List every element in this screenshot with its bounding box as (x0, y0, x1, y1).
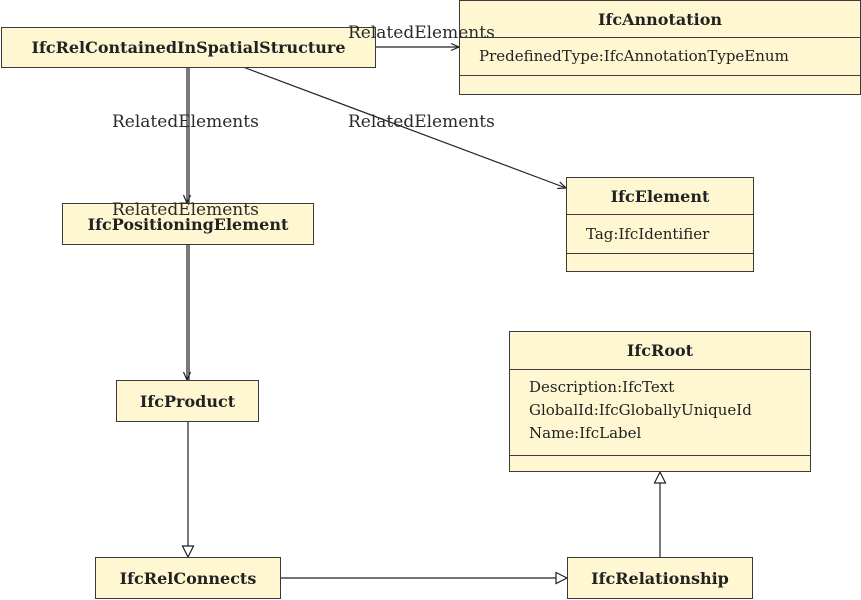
attribute-name: Description (529, 378, 618, 396)
attribute-name: Name (529, 424, 575, 442)
class-name: IfcProduct (139, 391, 236, 411)
class-ifcrelconnects[interactable]: IfcRelConnects (95, 557, 281, 599)
attribute-separator: : (617, 378, 623, 396)
class-name: IfcPositioningElement (87, 214, 289, 234)
compartment-divider (510, 369, 810, 370)
class-name: IfcElement (610, 186, 710, 206)
class-ifcroot[interactable]: IfcRoot Description:IfcText GlobalId:Ifc… (509, 331, 811, 472)
class-name: IfcRelationship (591, 568, 729, 588)
attribute-name: Tag (586, 225, 614, 243)
class-ifcpositioningelement[interactable]: IfcPositioningElement (62, 203, 314, 245)
class-ifcproduct[interactable]: IfcProduct (116, 380, 259, 422)
compartment-divider (460, 37, 860, 38)
edge-label-related-elements: RelatedElements (348, 23, 495, 43)
attribute-list: Tag:IfcIdentifier (567, 215, 753, 253)
attribute-list: PredefinedType:IfcAnnotationTypeEnum (460, 38, 860, 75)
class-name: IfcAnnotation (598, 9, 722, 29)
attribute-separator: : (593, 401, 599, 419)
attribute-row: Description:IfcText (529, 376, 810, 399)
attribute-list: Description:IfcText GlobalId:IfcGlobally… (510, 370, 810, 447)
attribute-type: IfcText (622, 378, 675, 396)
attribute-type: IfcIdentifier (618, 225, 710, 243)
class-ifcannotation[interactable]: IfcAnnotation PredefinedType:IfcAnnotati… (459, 0, 861, 95)
class-name: IfcRelConnects (119, 568, 257, 588)
assoc-to-element-line (242, 66, 566, 188)
class-ifcrelationship[interactable]: IfcRelationship (567, 557, 753, 599)
attribute-separator: : (598, 47, 604, 65)
compartment-divider (567, 214, 753, 215)
edge-label-related-elements: RelatedElements (112, 112, 259, 132)
class-ifcrelcontainedinspatialstructure[interactable]: IfcRelContainedInSpatialStructure (1, 27, 376, 68)
edge-label-related-elements: RelatedElements (112, 200, 259, 220)
class-name: IfcRoot (626, 341, 694, 360)
attribute-type: IfcLabel (579, 424, 642, 442)
compartment-divider (460, 75, 860, 76)
attribute-name: PredefinedType (479, 47, 599, 65)
attribute-row: Name:IfcLabel (529, 422, 810, 445)
class-ifcelement[interactable]: IfcElement Tag:IfcIdentifier (566, 177, 754, 272)
attribute-separator: : (574, 424, 580, 442)
edge-label-related-elements: RelatedElements (348, 112, 495, 132)
attribute-type: IfcGloballyUniqueId (598, 401, 752, 419)
attribute-separator: : (613, 225, 619, 243)
class-name: IfcRelContainedInSpatialStructure (31, 38, 346, 57)
attribute-name: GlobalId (529, 401, 594, 419)
compartment-divider (567, 253, 753, 254)
attribute-row: GlobalId:IfcGloballyUniqueId (529, 399, 810, 422)
attribute-type: IfcAnnotationTypeEnum (603, 47, 789, 65)
compartment-divider (510, 455, 810, 456)
